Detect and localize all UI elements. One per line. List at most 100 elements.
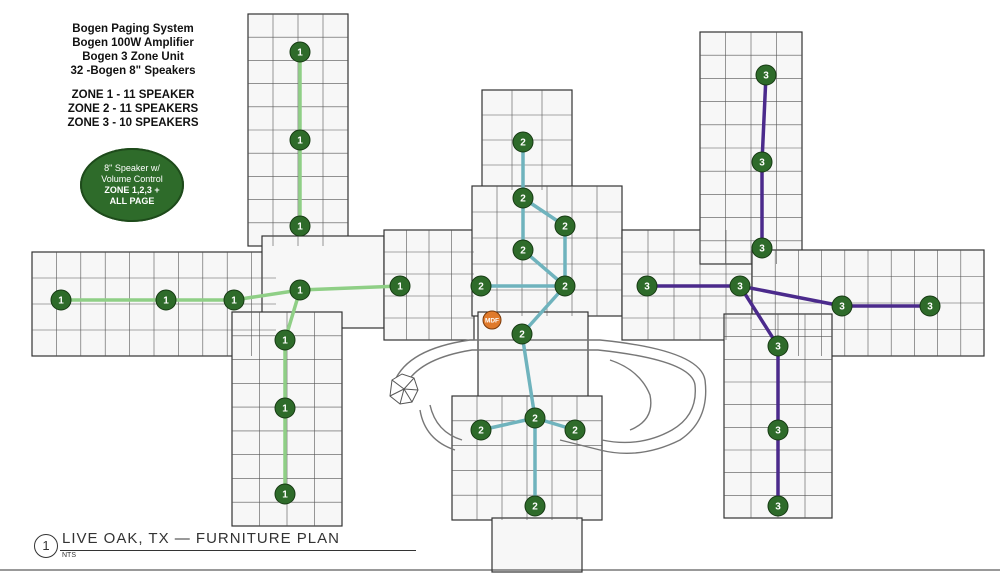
zone-count: ZONE 3 - 10 SPEAKERS xyxy=(67,117,199,129)
notes-line: Bogen 3 Zone Unit xyxy=(82,51,184,63)
speaker-zone-2: 2 xyxy=(512,187,534,209)
speaker-zone-2: 2 xyxy=(470,419,492,441)
speaker-icon xyxy=(512,131,534,153)
speaker-zone-number: 1 xyxy=(163,296,169,307)
speaker-zone-3: 3 xyxy=(767,419,789,441)
speaker-zone-1: 1 xyxy=(389,275,411,297)
speaker-icon xyxy=(751,237,773,259)
zone3-cable-segment xyxy=(738,284,780,348)
speaker-zone-number: 2 xyxy=(520,194,526,205)
speaker-zone-3: 3 xyxy=(919,295,941,317)
mdf-label: MDF xyxy=(485,318,499,325)
legend-line: ALL PAGE xyxy=(109,196,155,206)
speaker-zone-3: 3 xyxy=(751,151,773,173)
zone1-cable-segment xyxy=(232,288,302,302)
speaker-zone-number: 1 xyxy=(58,296,64,307)
speaker-zone-2: 2 xyxy=(554,215,576,237)
system-notes: Bogen Paging System Bogen 100W Amplifier… xyxy=(28,22,238,130)
speaker-zone-1: 1 xyxy=(289,129,311,151)
speaker-icon xyxy=(289,129,311,151)
zone3-cable-segment xyxy=(760,73,768,164)
speaker-icon xyxy=(831,295,853,317)
speaker-zone-number: 2 xyxy=(572,426,578,437)
speaker-icon xyxy=(564,419,586,441)
speaker-zone-2: 2 xyxy=(564,419,586,441)
speaker-icon xyxy=(919,295,941,317)
speaker-zone-number: 3 xyxy=(763,71,769,82)
speaker-icon xyxy=(511,323,533,345)
speaker-zone-1: 1 xyxy=(289,279,311,301)
speaker-zone-number: 3 xyxy=(927,302,933,313)
speaker-zone-number: 2 xyxy=(562,222,568,233)
zone-cable-runs xyxy=(59,50,932,508)
speaker-zone-1: 1 xyxy=(289,41,311,63)
title-underline xyxy=(60,550,416,551)
drawing-title: LIVE OAK, TX — FURNITURE PLAN xyxy=(62,530,340,547)
zone-count: ZONE 1 - 11 SPEAKER xyxy=(71,89,195,101)
notes-line: Bogen 100W Amplifier xyxy=(72,37,194,49)
speaker-icon xyxy=(389,275,411,297)
speaker-zone-number: 3 xyxy=(775,502,781,513)
speaker-icon xyxy=(512,187,534,209)
speaker-icon xyxy=(767,335,789,357)
drawing-scale: NTS xyxy=(62,552,76,559)
speaker-zone-number: 1 xyxy=(282,490,288,501)
speaker-icon xyxy=(512,239,534,261)
speaker-zone-3: 3 xyxy=(751,237,773,259)
speaker-zone-3: 3 xyxy=(767,335,789,357)
speaker-icon xyxy=(729,275,751,297)
speaker-zone-number: 3 xyxy=(759,244,765,255)
speaker-zone-3: 3 xyxy=(831,295,853,317)
speaker-zone-number: 3 xyxy=(775,342,781,353)
speaker-icon xyxy=(554,215,576,237)
speaker-zone-3: 3 xyxy=(729,275,751,297)
speaker-icon xyxy=(554,275,576,297)
speaker-icon xyxy=(470,419,492,441)
speaker-zone-number: 3 xyxy=(759,158,765,169)
speaker-zone-3: 3 xyxy=(767,495,789,517)
speaker-zone-number: 3 xyxy=(775,426,781,437)
speaker-zone-number: 1 xyxy=(297,136,303,147)
speaker-zone-1: 1 xyxy=(274,483,296,505)
speaker-icon xyxy=(223,289,245,311)
zone3-cable-segment xyxy=(738,284,844,308)
speaker-icon xyxy=(524,407,546,429)
speaker-zone-1: 1 xyxy=(50,289,72,311)
speaker-icon xyxy=(767,495,789,517)
speaker-icon xyxy=(274,329,296,351)
speaker-zone-number: 1 xyxy=(282,336,288,347)
legend-line: ZONE 1,2,3 + xyxy=(104,185,160,195)
speaker-zone-number: 1 xyxy=(297,222,303,233)
speaker-zone-number: 3 xyxy=(839,302,845,313)
speaker-zone-number: 2 xyxy=(519,330,525,341)
speaker-icon xyxy=(524,495,546,517)
speaker-zone-number: 1 xyxy=(397,282,403,293)
zone2-cable-segment xyxy=(520,284,567,336)
speaker-icon xyxy=(767,419,789,441)
notes-line: Bogen Paging System xyxy=(72,23,194,35)
speaker-icon xyxy=(289,279,311,301)
speaker-legend: 8" Speaker w/ Volume Control ZONE 1,2,3 … xyxy=(80,148,184,222)
speaker-zone-number: 1 xyxy=(297,286,303,297)
speaker-zone-2: 2 xyxy=(512,131,534,153)
speaker-zone-number: 3 xyxy=(737,282,743,293)
legend-line: 8" Speaker w/ xyxy=(104,163,160,173)
speaker-icon xyxy=(470,275,492,297)
speaker-icon xyxy=(755,64,777,86)
speaker-zone-2: 2 xyxy=(511,323,533,345)
speaker-zone-1: 1 xyxy=(155,289,177,311)
speaker-zone-number: 1 xyxy=(297,48,303,59)
notes-line: 32 -Bogen 8" Speakers xyxy=(70,65,196,77)
courtyard-paths xyxy=(391,339,707,454)
speaker-zone-number: 2 xyxy=(532,502,538,513)
speaker-icon xyxy=(155,289,177,311)
drawing-number: 1 xyxy=(34,534,58,558)
speaker-zone-number: 2 xyxy=(562,282,568,293)
zone1-cable-segment xyxy=(298,284,402,292)
speaker-zone-2: 2 xyxy=(512,239,534,261)
zone-count: ZONE 2 - 11 SPEAKERS xyxy=(67,103,199,115)
speaker-zone-3: 3 xyxy=(636,275,658,297)
speaker-zone-2: 2 xyxy=(470,275,492,297)
